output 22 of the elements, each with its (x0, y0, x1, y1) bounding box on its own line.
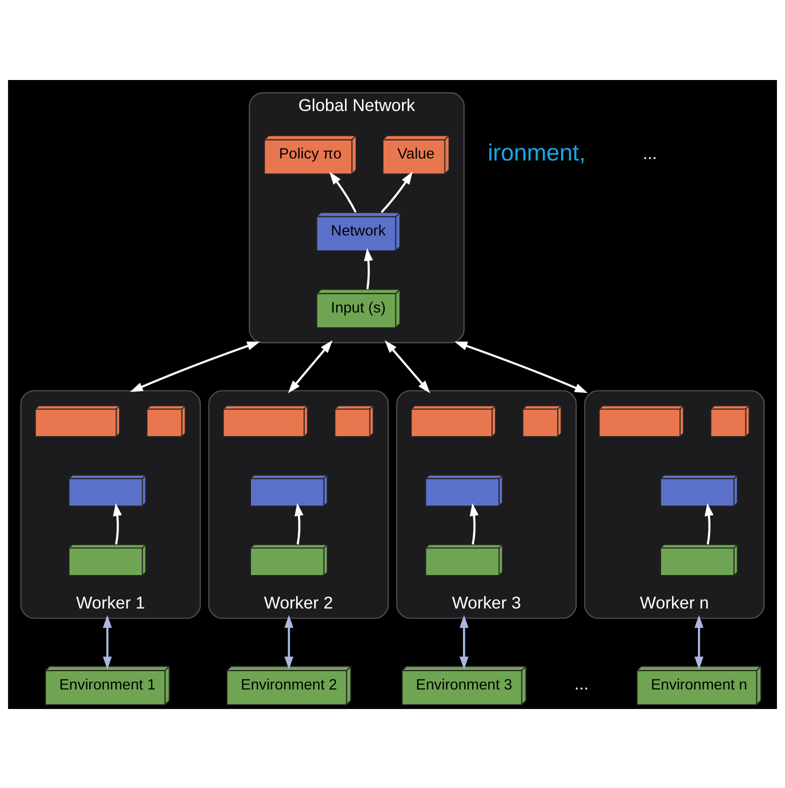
arrow (694, 614, 704, 669)
label: ... (574, 674, 589, 694)
arrow (704, 502, 714, 544)
cluster: Worker 1 (20, 390, 201, 618)
arrow (130, 341, 260, 392)
arrow (102, 614, 112, 669)
arrow (384, 340, 430, 393)
arrow (454, 341, 588, 392)
cluster: Worker 2 (208, 390, 389, 618)
arrow (288, 340, 333, 393)
label: ... (642, 143, 657, 162)
arrow (329, 171, 357, 212)
label: ironment, (488, 139, 586, 166)
arrow (470, 502, 479, 544)
arrow (284, 614, 294, 669)
arrow (113, 502, 122, 544)
arrow (364, 247, 373, 289)
arrow (294, 502, 304, 544)
cluster: Worker 3 (396, 390, 577, 618)
arrow (460, 614, 469, 669)
cluster: Worker n (584, 390, 765, 618)
arrow (380, 171, 413, 213)
